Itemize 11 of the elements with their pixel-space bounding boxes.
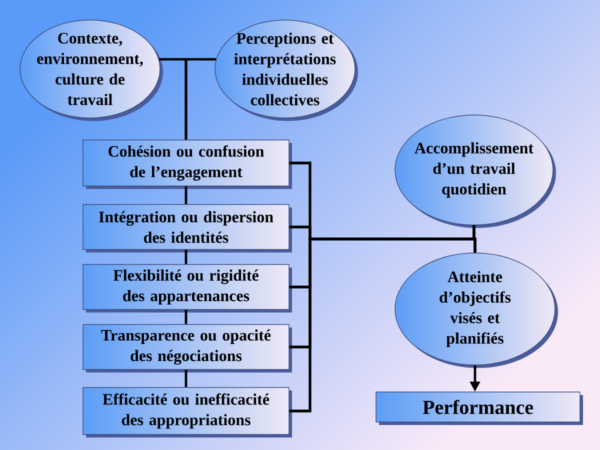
connector-line	[184, 310, 188, 324]
process-box: Efficacité ou inefficacité des appropriations	[82, 387, 292, 438]
connector-line	[184, 250, 188, 264]
connector-line	[184, 58, 216, 140]
process-box: Cohésion ou confusion de l’engagement	[82, 140, 292, 189]
process-box: Transparence ou opacité des négociations	[82, 324, 292, 372]
result-box: Performance	[376, 392, 583, 425]
connector-line	[184, 186, 188, 204]
process-box: Flexibilité ou rigidité des appartenances	[82, 264, 292, 312]
connector-line	[184, 370, 188, 388]
process-box: Intégration ou dispersion des identités	[82, 204, 292, 252]
